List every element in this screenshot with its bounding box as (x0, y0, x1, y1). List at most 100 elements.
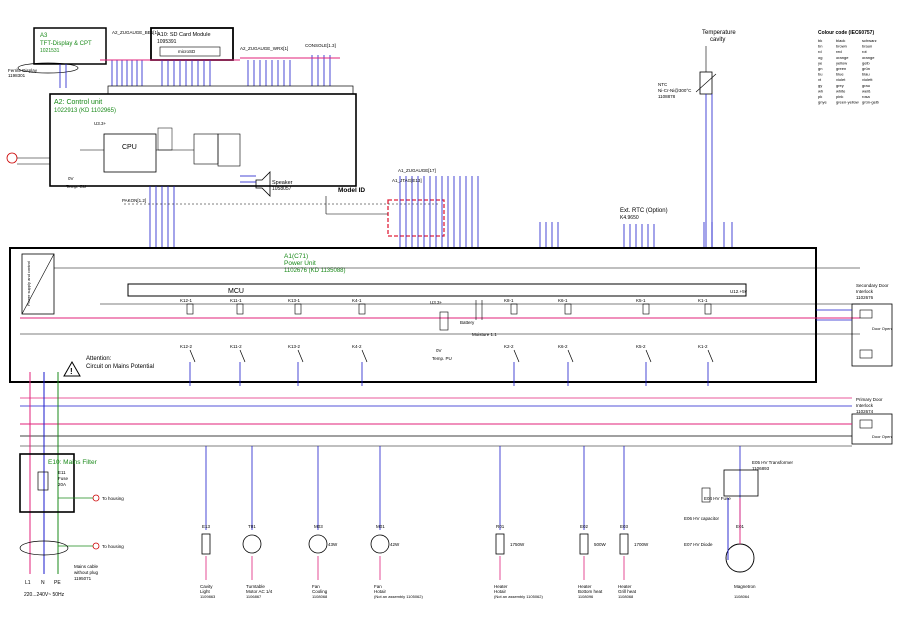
load-part: 1106867 (246, 594, 262, 599)
svg-text:Ext. RTC (Option): Ext. RTC (Option) (620, 208, 668, 214)
svg-text:1102676 (KD 1135088): 1102676 (KD 1135088) (284, 268, 346, 274)
svg-text:Primary Door: Primary Door (856, 397, 883, 402)
load-part: 1109863 (200, 594, 216, 599)
load-heater-symbol (495, 533, 505, 555)
svg-text:1106893: 1106893 (752, 466, 770, 471)
svg-text:Temperature: Temperature (702, 30, 736, 36)
secondary-door-interlock: Secondary Door Interlock 1102676 Door Op… (851, 283, 893, 367)
colour-code-en: green-yellow (836, 100, 859, 105)
svg-text:1108878: 1108878 (658, 94, 676, 99)
svg-text:U3.3+: U3.3+ (430, 300, 443, 305)
load-rating: 1700W (634, 542, 649, 547)
colour-code-de: weiß (862, 88, 871, 93)
relay-contact-label: K2-2 (504, 344, 514, 349)
relay-contact (361, 349, 368, 363)
svg-text:1095391: 1095391 (157, 39, 177, 45)
relay-coil-label: K6-1 (558, 298, 568, 303)
colour-code-en: brown (836, 44, 847, 49)
load-rating: 500W (594, 542, 607, 547)
colour-code-en: white (836, 88, 846, 93)
relay-coil (704, 303, 712, 315)
svg-text:without plug: without plug (74, 570, 99, 575)
svg-text:1195071: 1195071 (74, 576, 92, 581)
svg-text:E11: E11 (58, 470, 66, 475)
colour-code-abbr: pk (818, 94, 822, 99)
svg-text:Power supply and control: Power supply and control (26, 261, 31, 306)
svg-text:Moisture 1.1: Moisture 1.1 (472, 332, 497, 337)
attention-warning: ! Attention: Circuit on Mains Potential (63, 356, 154, 377)
svg-text:0V: 0V (68, 176, 74, 181)
load-motor-symbol (242, 534, 262, 554)
colour-code-en: pink (836, 94, 843, 99)
colour-code-en: violet (836, 77, 846, 82)
load-sub: Light (200, 589, 211, 594)
colour-code-abbr: vt (818, 77, 822, 82)
colour-code-de: rot (862, 49, 868, 54)
svg-text:Attention:: Attention: (86, 356, 112, 362)
relay-contact (239, 349, 246, 363)
relay-contact-label: K5-2 (636, 344, 646, 349)
load-name: Heater (578, 584, 592, 589)
relay-coil (294, 303, 302, 315)
primary-door-interlock: Primary Door Interlock 1102674 Door Open (851, 397, 893, 445)
relay-contact-label: K1-2 (698, 344, 708, 349)
load-name: Cavity (200, 584, 213, 589)
colour-code-de: grau (862, 83, 870, 88)
harness-vertical (149, 186, 175, 248)
relay-contact-label: K4-2 (352, 344, 362, 349)
colour-code-de: grün-gelb (862, 100, 880, 105)
relay-coil-label: K13-1 (288, 298, 301, 303)
sensor-connectors (539, 222, 733, 248)
jtag-label: A1_JTAG[E13] (392, 178, 422, 183)
sd-card-module-a10: A10: SD Card Module 1095391 microSD (150, 27, 234, 61)
svg-text:Mains cable: Mains cable (74, 564, 99, 569)
relay-contact (707, 349, 714, 363)
svg-text:CPU: CPU (122, 144, 137, 151)
svg-text:N: N (41, 580, 45, 586)
colour-code-en: grey (836, 83, 844, 88)
load-id: R01 (496, 524, 505, 529)
load-id: E02 (580, 524, 589, 529)
colour-code-de: rosa (862, 94, 871, 99)
svg-text:MCU: MCU (228, 288, 244, 295)
hv-section: E05 HV Transformer 1106893 E04 HV Fuse E… (684, 460, 794, 573)
load-part: 1108064 (734, 594, 750, 599)
load-id: M03 (314, 524, 323, 529)
colour-code-abbr: ye (818, 60, 823, 65)
relay-coil (510, 303, 518, 315)
svg-text:cavity: cavity (710, 37, 725, 43)
colour-code-de: braun (862, 44, 872, 49)
load-part: (Not an assembly 1105062) (494, 594, 544, 599)
relay-coil (642, 303, 650, 315)
load-heater-symbol (579, 533, 589, 555)
colour-code-en: green (836, 66, 846, 71)
load-name: Heater (494, 584, 508, 589)
svg-text:Interlock: Interlock (856, 289, 874, 294)
load-sub: Hotair (374, 589, 387, 594)
load-name: Fan (374, 584, 382, 589)
svg-text:Power Unit: Power Unit (284, 260, 316, 267)
load-sub: Grill heat (618, 589, 637, 594)
relay-contact-label: K12-2 (180, 344, 193, 349)
load-rating: 42W (390, 542, 400, 547)
colour-code-en: yellow (836, 60, 847, 65)
load-name: Fan (312, 584, 320, 589)
relay-contact (297, 349, 304, 363)
power-unit-a1: A1(C71) Power Unit 1102676 (KD 1135088) … (9, 247, 817, 383)
colour-code-en: black (836, 38, 845, 43)
load-sub: Cooling (312, 589, 328, 594)
colour-code-abbr: gn (818, 66, 822, 71)
relay-contact (645, 349, 652, 363)
top-bus-wires (59, 55, 331, 88)
colour-code-abbr: wh (818, 88, 823, 93)
connector-label-wrx: A2_ZUGAUGE_WRX[1] (240, 46, 288, 51)
svg-text:NTC: NTC (658, 82, 668, 87)
load-rating: 1750W (510, 542, 525, 547)
svg-text:!: ! (70, 367, 73, 376)
to-housing-1: To housing (58, 494, 124, 502)
svg-text:To housing: To housing (102, 544, 124, 549)
relay-contact (567, 349, 574, 363)
